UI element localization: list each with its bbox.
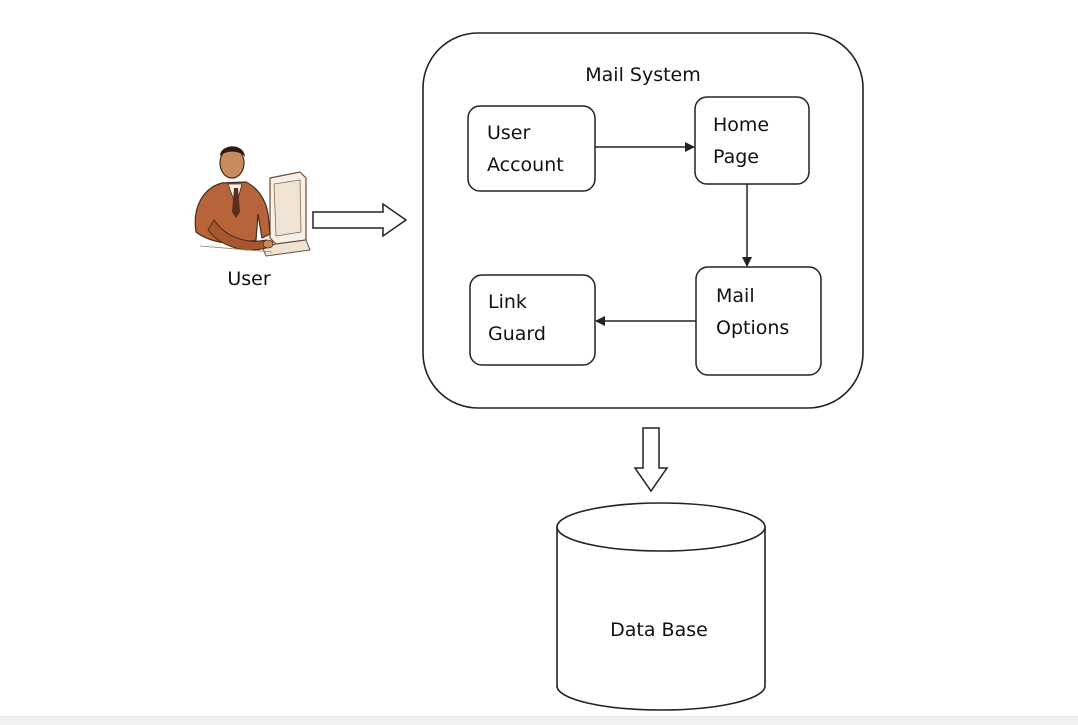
user-account-node: User Account <box>467 105 596 192</box>
mail-options-line-2: Options <box>716 317 789 339</box>
user-at-computer-icon <box>194 146 311 257</box>
svg-text:Mail: Mail <box>716 285 755 307</box>
link-guard-node: Link Guard <box>469 274 596 366</box>
svg-text:Account: Account <box>487 154 564 176</box>
svg-text:Options: Options <box>716 317 789 339</box>
user-to-system-arrow <box>312 202 408 238</box>
database-cylinder <box>556 502 766 711</box>
bottom-strip <box>0 716 1078 725</box>
svg-text:Page: Page <box>713 146 759 168</box>
home-page-line-1: Home <box>713 114 769 136</box>
link-guard-line-2: Guard <box>488 323 546 345</box>
mail-options-node: Mail Options <box>695 266 822 376</box>
link-guard-line-1: Link <box>488 291 527 313</box>
svg-text:Link: Link <box>488 291 527 313</box>
user-label: User <box>227 268 270 290</box>
svg-text:Home: Home <box>713 114 769 136</box>
home-page-node: Home Page <box>694 96 810 185</box>
system-title: Mail System <box>585 64 700 86</box>
system-to-database-arrow <box>633 427 669 493</box>
database-label: Data Base <box>610 619 708 641</box>
home-page-line-2: Page <box>713 146 759 168</box>
svg-text:User: User <box>487 122 530 144</box>
mail-options-line-1: Mail <box>716 285 755 307</box>
user-account-line-2: Account <box>487 154 564 176</box>
user-account-line-1: User <box>487 122 530 144</box>
svg-text:Guard: Guard <box>488 323 546 345</box>
